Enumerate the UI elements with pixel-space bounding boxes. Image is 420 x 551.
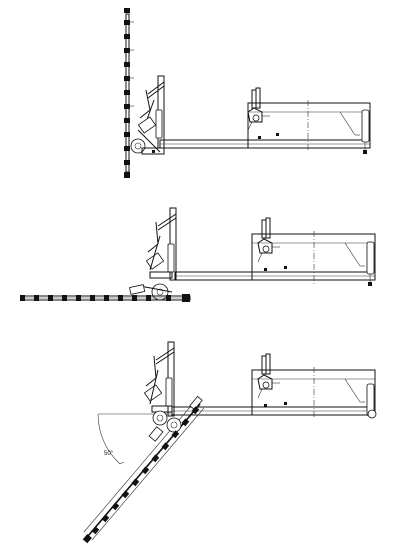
view-inclined-position: 50° <box>82 341 377 544</box>
clamp <box>247 87 279 139</box>
clamp <box>257 217 287 271</box>
view-vertical-position <box>124 8 371 178</box>
chain-arm <box>124 8 134 178</box>
clamp <box>257 353 287 407</box>
chain-arm <box>20 294 191 302</box>
view-horizontal-position <box>20 207 376 302</box>
frame-assembly <box>159 87 371 154</box>
pivot-mast <box>143 341 175 417</box>
pivot-mast <box>130 75 165 155</box>
frame-assembly <box>174 217 376 286</box>
frame-assembly <box>171 353 377 419</box>
angle-label: 50° <box>104 451 114 457</box>
pivot-mast <box>129 207 177 301</box>
chain-arm <box>82 395 205 544</box>
